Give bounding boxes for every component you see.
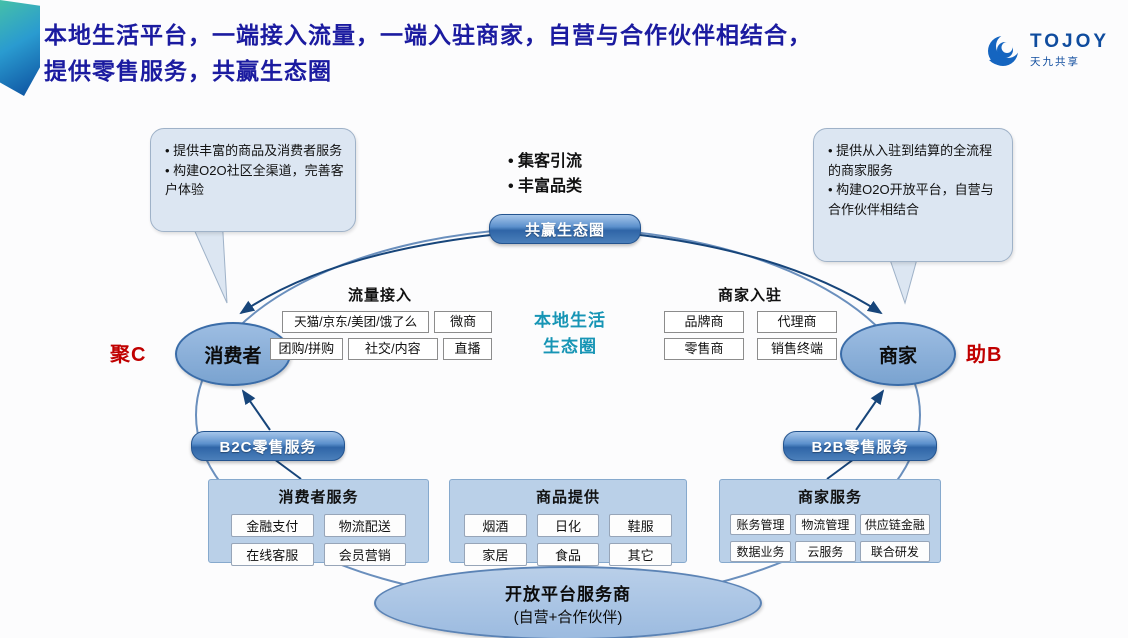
value-bullet-2: • 丰富品类 (508, 177, 583, 195)
service-box-payment: 金融支付 (231, 514, 314, 537)
mservice-box-logistics: 物流管理 (794, 514, 856, 535)
merchant-box-brand: 品牌商 (664, 311, 744, 333)
merchant-entry-group: 商家入驻 品牌商 代理商 零售商 销售终端 (660, 284, 840, 360)
mservice-box-joint-rd: 联合研发 (859, 541, 930, 562)
help-b-tag: 助B (966, 344, 1003, 366)
mservice-box-data: 数据业务 (730, 541, 791, 562)
merchant-services-panel: 商家服务 账务管理 物流管理 供应链金融 数据业务 云服务 联合研发 (719, 479, 941, 563)
consumer-services-grid: 金融支付 物流配送 在线客服 会员营销 (219, 514, 418, 566)
page-title-line2: 提供零售服务，共赢生态圈 (44, 57, 332, 84)
page-title-line1: 本地生活平台，一端接入流量，一端入驻商家，自营与合作伙伴相结合， (44, 22, 812, 48)
merchant-entry-title: 商家入驻 (717, 287, 782, 304)
local-life-ecosystem-label: 本地生活 生态圈 (510, 308, 630, 359)
merchant-callout: • 提供从入驻到结算的全流程的商家服务 • 构建O2O开放平台，自营与合作伙伴相… (813, 128, 1013, 262)
traffic-row-1: 天猫/京东/美团/饿了么 微商 (282, 311, 492, 333)
merchant-services-grid: 账务管理 物流管理 供应链金融 数据业务 云服务 联合研发 (730, 514, 930, 562)
consumer-callout: • 提供丰富的商品及消费者服务 • 构建O2O社区全渠道，完善客户体验 (150, 128, 356, 232)
service-box-delivery: 物流配送 (323, 514, 406, 537)
open-platform-provider-node: 开放平台服务商 (自营+合作伙伴) (374, 566, 762, 638)
tojoy-logo: TOJOY 天九共享 (983, 30, 1109, 70)
merchant-box-retailer: 零售商 (664, 338, 744, 360)
goods-box-shoes-apparel: 鞋服 (609, 514, 672, 537)
goods-supply-panel: 商品提供 烟酒 日化 鞋服 家居 食品 其它 (449, 479, 687, 566)
merchant-callout-bullet-1: • 提供从入驻到结算的全流程的商家服务 (828, 143, 993, 178)
logo-name: TOJOY (1030, 30, 1110, 52)
mservice-box-cloud: 云服务 (794, 541, 856, 562)
goods-supply-grid: 烟酒 日化 鞋服 家居 食品 其它 (460, 514, 676, 566)
traffic-access-group: 流量接入 天猫/京东/美团/饿了么 微商 团购/拼购 社交/内容 直播 (268, 284, 492, 360)
mservice-box-accounting: 账务管理 (730, 514, 791, 535)
tojoy-bird-icon (988, 34, 1020, 66)
consumer-services-panel: 消费者服务 金融支付 物流配送 在线客服 会员营销 (208, 479, 429, 566)
logo-subtitle: 天九共享 (1030, 55, 1080, 68)
traffic-access-title: 流量接入 (347, 287, 412, 304)
arrow-b2b-to-merchant (855, 389, 885, 431)
platform-value-bullets: • 集客引流 • 丰富品类 (508, 150, 582, 200)
open-platform-line1: 开放平台服务商 (505, 584, 631, 604)
merchant-services-title: 商家服务 (797, 489, 862, 506)
win-win-ecosystem-pill: 共赢生态圈 (489, 214, 641, 244)
traffic-box-groupbuy: 团购/拼购 (270, 338, 343, 360)
goods-box-daily-chemicals: 日化 (536, 514, 600, 537)
service-box-member-marketing: 会员营销 (323, 543, 406, 566)
logo-text: TOJOY 天九共享 (1030, 32, 1109, 69)
b2c-retail-pill: B2C零售服务 (191, 431, 345, 461)
traffic-box-livestream: 直播 (442, 338, 492, 360)
b2b-retail-pill: B2B零售服务 (783, 431, 937, 461)
line-merchant-panel-to-b2b (826, 458, 855, 480)
consumer-callout-bullet-1: • 提供丰富的商品及消费者服务 (165, 143, 343, 158)
goods-box-others: 其它 (609, 543, 672, 566)
traffic-row-2: 团购/拼购 社交/内容 直播 (270, 338, 492, 360)
goods-box-home: 家居 (464, 543, 527, 566)
merchant-box-agent: 代理商 (757, 311, 837, 333)
line-consumer-panel-to-b2c (273, 458, 302, 480)
page-title: 本地生活平台，一端接入流量，一端入驻商家，自营与合作伙伴相结合， 提供零售服务，… (44, 18, 974, 89)
traffic-box-weishang: 微商 (434, 311, 492, 333)
open-platform-line2: (自营+合作伙伴) (513, 608, 623, 626)
local-life-line2: 生态圈 (543, 336, 597, 356)
goods-box-tobacco-alcohol: 烟酒 (464, 514, 527, 537)
consumer-services-title: 消费者服务 (278, 489, 359, 506)
local-life-line1: 本地生活 (534, 311, 606, 330)
arrow-b2c-to-consumer (241, 389, 271, 431)
arrow-ecosystem-to-merchant (631, 233, 883, 315)
merchant-row-1: 品牌商 代理商 (664, 311, 840, 333)
merchant-box-terminal: 销售终端 (757, 338, 837, 360)
arrow-ecosystem-to-consumer (239, 233, 501, 315)
traffic-box-marketplaces: 天猫/京东/美团/饿了么 (282, 311, 430, 333)
goods-box-food: 食品 (536, 543, 600, 566)
traffic-box-social-content: 社交/内容 (347, 338, 438, 360)
gather-c-tag: 聚C (110, 344, 147, 366)
mservice-box-supplychain-finance: 供应链金融 (859, 514, 930, 535)
consumer-callout-bullet-2: • 构建O2O社区全渠道，完善客户体验 (165, 162, 344, 198)
service-box-online-support: 在线客服 (231, 543, 314, 566)
merchant-node: 商家 (840, 322, 956, 386)
goods-supply-title: 商品提供 (535, 489, 600, 506)
merchant-callout-bullet-2: • 构建O2O开放平台，自营与合作伙伴相结合 (828, 182, 994, 217)
value-bullet-1: • 集客引流 (508, 153, 583, 170)
merchant-row-2: 零售商 销售终端 (664, 338, 840, 360)
